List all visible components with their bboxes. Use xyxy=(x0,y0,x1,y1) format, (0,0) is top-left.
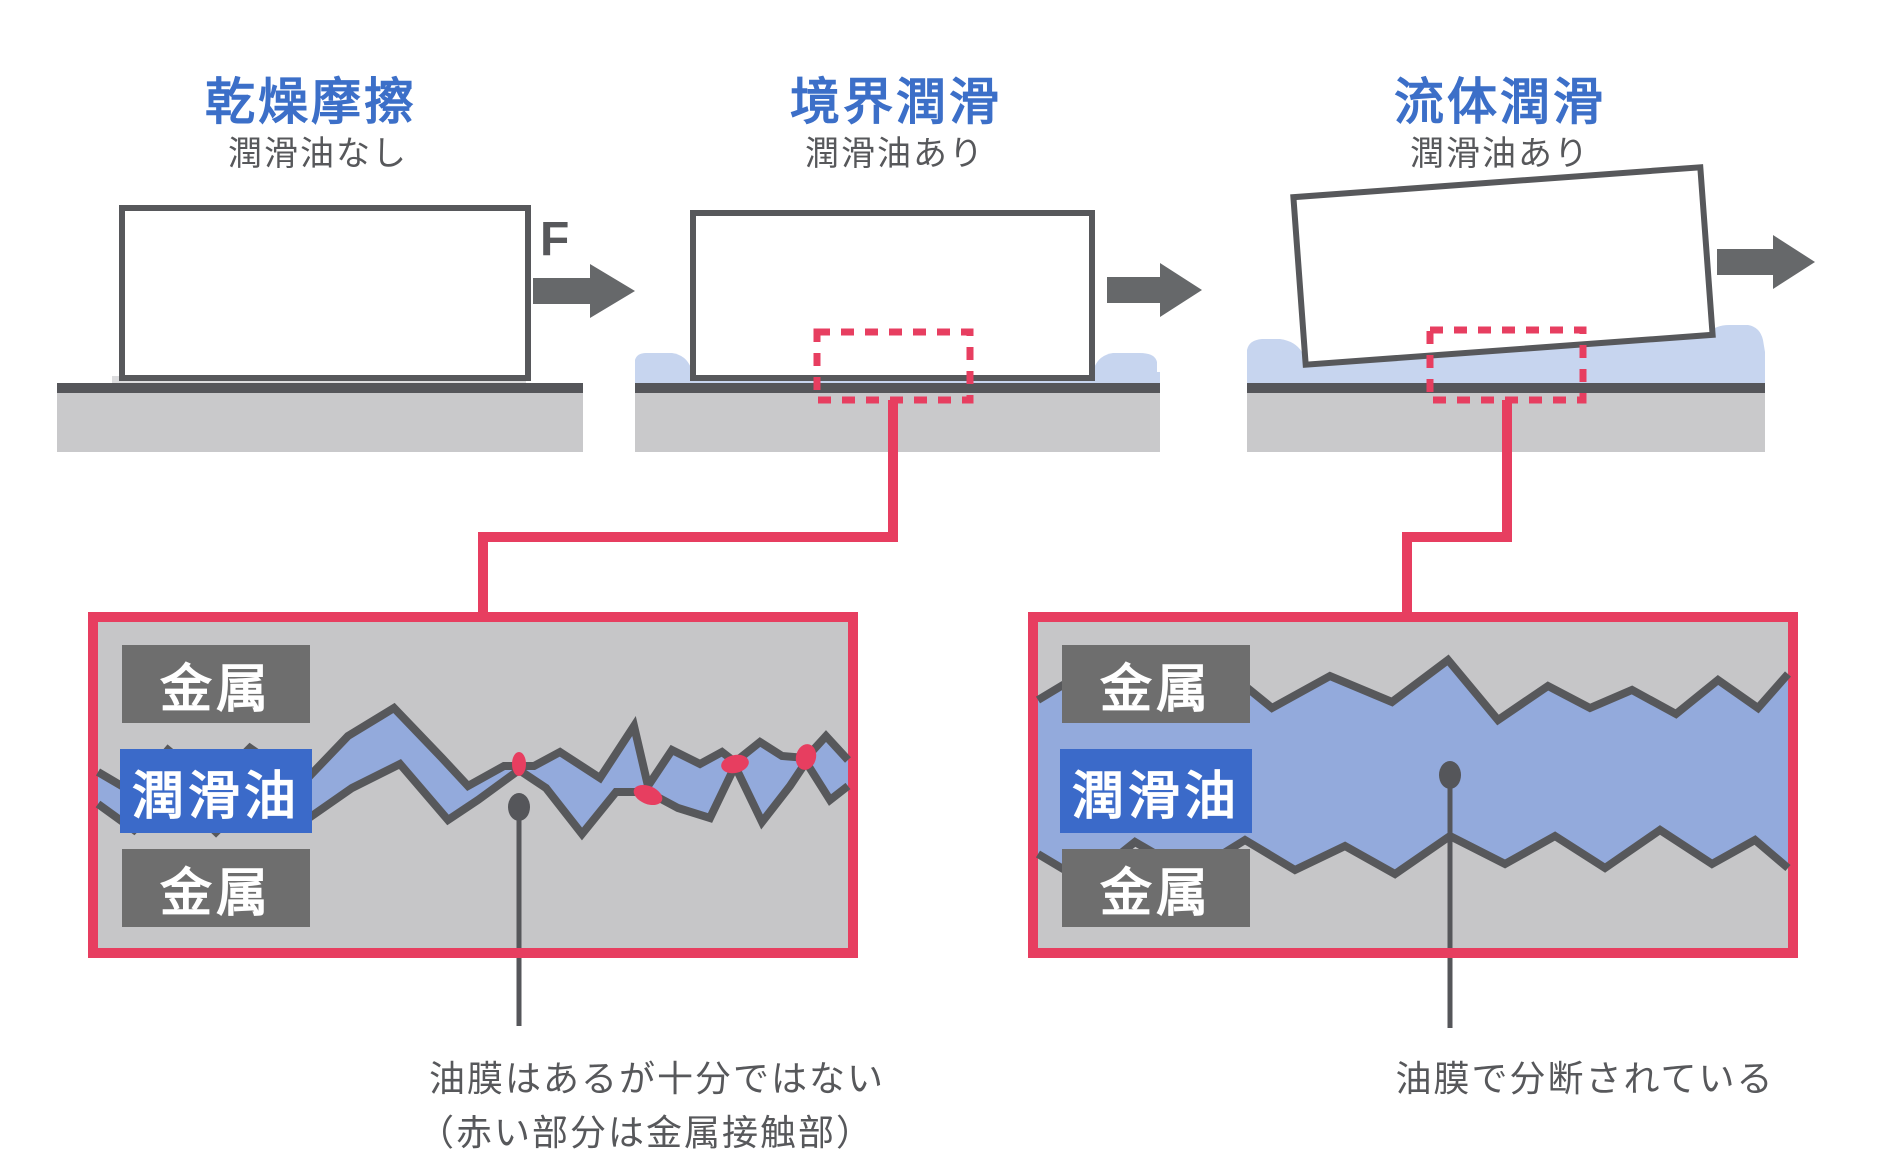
sliding-block xyxy=(119,205,531,381)
sliding-block xyxy=(1290,164,1716,368)
label-oil-left: 潤滑油 xyxy=(120,749,312,833)
motion-arrow-icon xyxy=(1107,263,1202,317)
label-metal-top-right: 金属 xyxy=(1062,645,1250,723)
caption-boundary-line1: 油膜はあるが十分ではない xyxy=(428,1058,886,1099)
label-metal-bottom-right: 金属 xyxy=(1062,849,1250,927)
contact-blob xyxy=(721,754,749,774)
contact-blob xyxy=(633,784,663,806)
ground xyxy=(57,393,583,452)
sliding-block xyxy=(690,210,1095,381)
contact-blob xyxy=(795,744,817,770)
force-label: F xyxy=(540,213,570,266)
surface-line xyxy=(57,383,583,393)
label-oil-right: 潤滑油 xyxy=(1060,749,1252,833)
oil-bump-left xyxy=(635,353,693,385)
upper-metal-surface xyxy=(95,702,851,798)
contact-blob xyxy=(512,752,526,776)
stage-subtitle-fluid: 潤滑油あり xyxy=(1410,135,1590,173)
stage-dry-diagram xyxy=(57,205,635,452)
surface-line xyxy=(1247,383,1765,393)
stage-subtitle-dry: 潤滑油なし xyxy=(228,135,408,173)
connector-line-left xyxy=(478,400,898,612)
caption-fluid: 油膜で分断されている xyxy=(1395,1058,1775,1099)
stage-title-fluid: 流体潤滑 xyxy=(1394,74,1606,130)
label-metal-top-left: 金属 xyxy=(122,645,310,723)
surface-line xyxy=(635,383,1160,393)
stage-title-boundary: 境界潤滑 xyxy=(790,74,1002,130)
motion-arrow-icon xyxy=(1717,235,1815,289)
stage-subtitle-boundary: 潤滑油あり xyxy=(805,135,985,173)
motion-arrow-icon xyxy=(533,264,635,318)
stage-title-dry: 乾燥摩擦 xyxy=(205,74,417,130)
label-metal-bottom-left: 金属 xyxy=(122,849,310,927)
oil-bump-right xyxy=(1092,353,1157,385)
caption-boundary-line2: （赤い部分は金属接触部） xyxy=(417,1112,875,1153)
stage-fluid-diagram xyxy=(1247,164,1815,452)
connector-line-right xyxy=(1402,400,1512,612)
